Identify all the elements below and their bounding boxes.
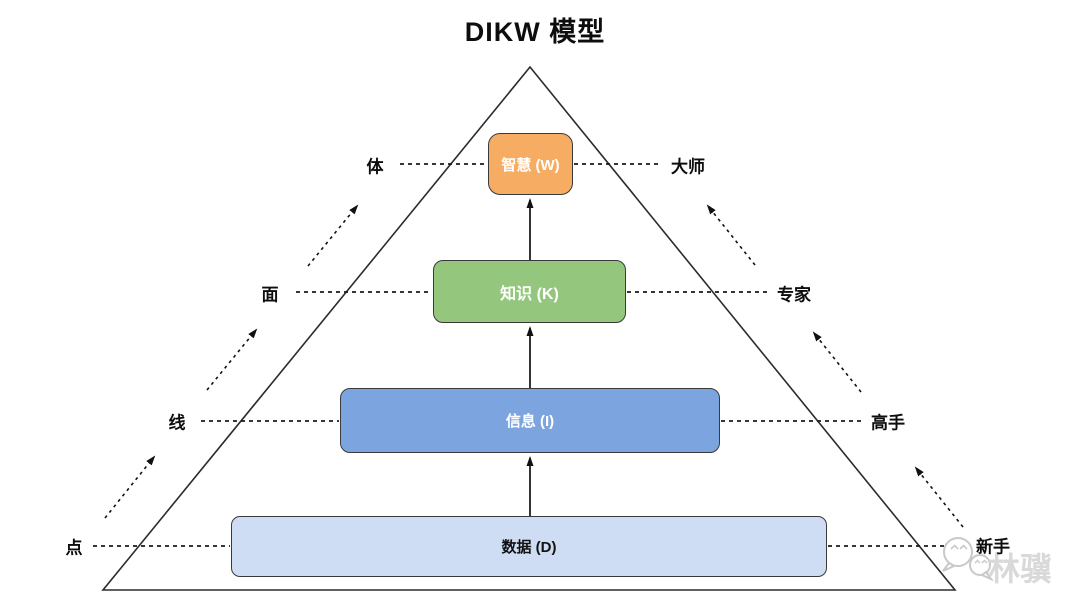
right-label-adept: 高手 xyxy=(871,413,905,433)
left-label-plane: 面 xyxy=(261,285,279,305)
watermark-text: 林骥 xyxy=(988,551,1053,587)
wisdom-box-label: 智慧 (W) xyxy=(501,156,560,174)
dashed-progress-arrow-left-1 xyxy=(104,455,156,519)
right-label-master: 大师 xyxy=(671,157,705,177)
dashed-progress-arrow-right-2 xyxy=(812,331,862,393)
wechat-logo-icon xyxy=(942,537,994,582)
information-box: 信息 (I) xyxy=(340,388,720,453)
data-box: 数据 (D) xyxy=(231,516,827,577)
left-label-point: 点 xyxy=(65,538,83,558)
data-box-label: 数据 (D) xyxy=(501,539,557,556)
wisdom-box: 智慧 (W) xyxy=(488,133,573,195)
knowledge-box-label: 知识 (K) xyxy=(500,285,559,303)
left-label-line: 线 xyxy=(168,413,186,433)
left-label-body: 体 xyxy=(366,157,384,177)
information-box-label: 信息 (I) xyxy=(505,413,555,430)
pyramid-outline xyxy=(101,65,957,591)
dashed-progress-arrow-left-3 xyxy=(307,204,359,267)
knowledge-box: 知识 (K) xyxy=(433,260,626,323)
right-label-novice: 新手 xyxy=(976,537,1010,557)
page-title: DIKW 模型 xyxy=(464,17,606,47)
dashed-progress-arrow-right-1 xyxy=(914,466,964,528)
dashed-progress-arrow-left-2 xyxy=(206,328,258,391)
dashed-progress-arrow-right-3 xyxy=(706,204,756,266)
right-label-expert: 专家 xyxy=(777,285,811,305)
